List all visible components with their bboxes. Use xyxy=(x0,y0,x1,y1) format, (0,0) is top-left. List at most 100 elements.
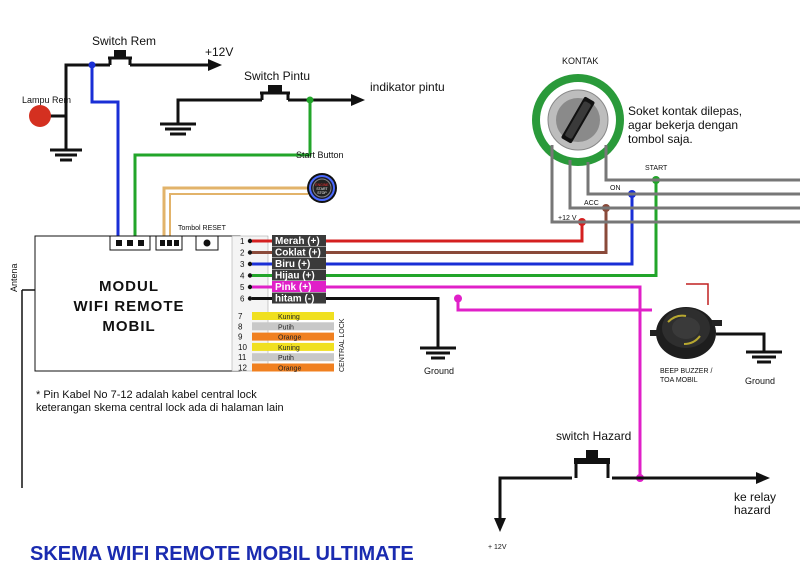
ke-relay-label-2: hazard xyxy=(734,503,771,517)
cl-wire-7 xyxy=(252,312,334,320)
switch-rem-label: Switch Rem xyxy=(92,34,156,48)
pin-dot-2 xyxy=(247,250,253,255)
module-title-line1: MODUL xyxy=(99,278,159,295)
beep-buzzer-label-1: BEEP BUZZER / xyxy=(660,368,712,375)
ground-right-symbol xyxy=(746,350,782,364)
cl-pin-number-8: 8 xyxy=(238,322,243,331)
ignition-leads xyxy=(550,145,800,224)
on-label: ON xyxy=(610,185,621,192)
module-box xyxy=(34,235,241,372)
cl-wire-8 xyxy=(252,322,334,331)
cl-pin-number-12: 12 xyxy=(238,364,247,373)
cl-wire-label-9: Orange xyxy=(278,335,301,342)
ground-left-symbol xyxy=(420,346,456,360)
cl-wire-10 xyxy=(252,342,334,351)
module-title-line2: WIFI REMOTE xyxy=(74,298,185,315)
pin-number-6: 6 xyxy=(240,295,245,304)
wire-label-bg-3 xyxy=(272,258,326,269)
wire-label-bg-6 xyxy=(272,292,326,304)
ground-right-label: Ground xyxy=(745,376,775,386)
svg-text:STOP: STOP xyxy=(317,191,327,195)
tombol-reset-label: Tombol RESET xyxy=(178,225,227,232)
cl-wire-label-11: Putih xyxy=(278,355,294,362)
wire-label-1: Merah (+) xyxy=(275,236,320,247)
wire-label-4: Hijau (+) xyxy=(275,271,315,282)
soket-note-line1: Soket kontak dilepas, xyxy=(628,104,742,118)
wire-label-bg-4 xyxy=(272,269,326,281)
pink-buzzer-branch xyxy=(456,298,652,312)
brake-signal-wire xyxy=(90,65,120,236)
cl-wire-12 xyxy=(252,363,334,372)
svg-text:ENGINE: ENGINE xyxy=(315,183,329,187)
plus12v-top-label: +12V xyxy=(205,45,233,59)
pin-dot-1 xyxy=(247,238,253,244)
pin-dot-3 xyxy=(247,261,253,267)
wire-label-bg-1 xyxy=(272,235,326,246)
pin-dot-4 xyxy=(247,273,253,278)
module-title-line3: MOBIL xyxy=(102,318,155,335)
pin-dot-5 xyxy=(247,284,253,290)
pin-number-5: 5 xyxy=(240,283,245,292)
pin-number-2: 2 xyxy=(240,249,245,258)
cl-wire-label-8: Putih xyxy=(278,324,294,331)
kontak-label: KONTAK xyxy=(562,56,598,66)
page-title: SKEMA WIFI REMOTE MOBIL ULTIMATE xyxy=(30,543,414,565)
wire-label-2: Coklat (+) xyxy=(275,248,321,259)
wire-4 xyxy=(272,180,658,277)
door-switch-circuit xyxy=(160,85,365,136)
brake-switch-circuit xyxy=(48,50,222,162)
start-stop-button-icon: ENGINE START STOP xyxy=(307,173,337,203)
switch-hazard-label: switch Hazard xyxy=(556,429,631,443)
brake-junction xyxy=(88,61,96,69)
indikator-pintu-label: indikator pintu xyxy=(370,80,445,94)
footnote-line1: * Pin Kabel No 7-12 adalah kabel central… xyxy=(36,389,257,401)
antena-label: Antena xyxy=(9,263,19,292)
footnote-line2: keterangan skema central lock ada di hal… xyxy=(36,402,284,414)
wire-label-bg-2 xyxy=(272,246,326,258)
hazard-switch-circuit xyxy=(494,450,770,532)
wire-6 xyxy=(272,297,440,348)
pin-number-4: 4 xyxy=(240,272,245,281)
door-signal-wire xyxy=(133,100,312,236)
cl-wire-label-10: Kuning xyxy=(278,345,300,352)
cl-wire-label-12: Orange xyxy=(278,366,301,373)
soket-note-line2: agar bekerja dengan xyxy=(628,118,738,132)
plus12v-bottom-label: + 12V xyxy=(488,544,507,551)
buzzer-ground-wire xyxy=(716,332,766,352)
cl-pin-number-9: 9 xyxy=(238,333,243,342)
door-junction xyxy=(306,96,314,104)
svg-text:START: START xyxy=(316,187,328,191)
brake-lamp-icon xyxy=(29,105,51,127)
beep-buzzer-icon xyxy=(650,283,722,359)
cl-pin-number-10: 10 xyxy=(238,343,247,352)
start-label: START xyxy=(645,165,668,172)
wire-label-3: Biru (+) xyxy=(275,259,310,270)
central-lock-wires: Kuning7Putih8Orange9Kuning10Putih11Orang… xyxy=(238,312,334,373)
central-lock-label: CENTRAL LOCK xyxy=(339,318,346,372)
wire-label-6: hitam (-) xyxy=(275,294,314,305)
start-button-wire-inner xyxy=(169,193,308,236)
wire-5 xyxy=(272,285,642,478)
cl-pin-number-7: 7 xyxy=(238,312,243,321)
cl-wire-9 xyxy=(252,332,334,341)
acc-label: ACC xyxy=(584,200,599,207)
wire-3 xyxy=(272,194,634,266)
wire-label-5: Pink (+) xyxy=(275,282,311,293)
soket-note-line3: tombol saja. xyxy=(628,132,693,146)
ignition-switch-icon xyxy=(532,74,624,166)
cl-wire-11 xyxy=(252,353,334,362)
wire-label-bg-5 xyxy=(272,281,326,292)
lampu-rem-label: Lampu Rem xyxy=(22,95,71,105)
cl-wire-label-7: Kuning xyxy=(278,314,300,321)
start-button-wire-outer xyxy=(162,186,308,236)
start-button-label: Start Button xyxy=(296,150,344,160)
cl-pin-number-11: 11 xyxy=(238,353,247,362)
plus12v-kontak-label: +12 V xyxy=(558,215,577,222)
ground-left-label: Ground xyxy=(424,366,454,376)
pin-dot-6 xyxy=(247,296,253,301)
beep-buzzer-label-2: TOA MOBIL xyxy=(660,377,698,384)
switch-pintu-label: Switch Pintu xyxy=(244,69,310,83)
pin-number-3: 3 xyxy=(240,260,245,269)
